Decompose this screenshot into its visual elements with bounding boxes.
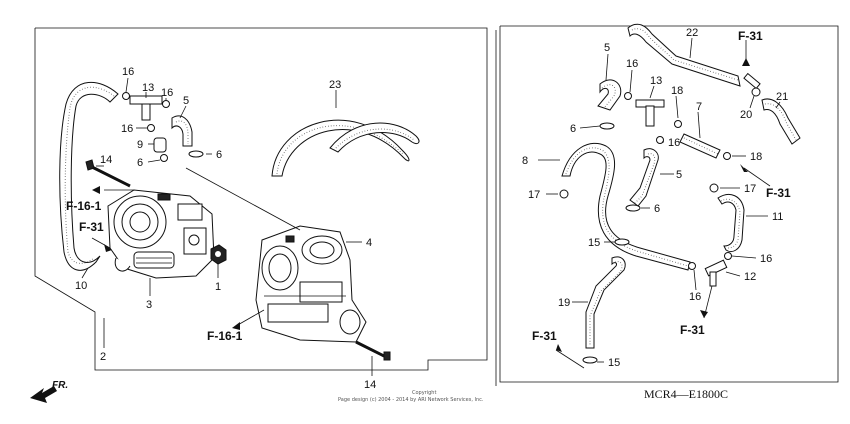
arrows-right: [556, 58, 750, 352]
callout-16-a: 16: [122, 66, 134, 78]
fitting-20: [743, 72, 761, 97]
nut-1: [210, 244, 227, 265]
callout-r-7: 7: [696, 101, 702, 113]
bolt-14-lower: [355, 340, 391, 361]
front-arrow: FR.: [30, 380, 68, 403]
copyright-line-1: Copyright: [412, 390, 436, 396]
arrows-left: [92, 186, 240, 330]
hose-7: [679, 133, 721, 159]
callout-9: 9: [137, 139, 143, 151]
callout-r-6-a: 6: [570, 123, 576, 135]
callout-r-20: 20: [740, 109, 752, 121]
callout-3: 3: [146, 299, 152, 311]
callout-r-18-b: 18: [750, 151, 762, 163]
hose-22: [627, 23, 741, 87]
hose-11: [717, 194, 745, 253]
callout-r-16-d: 16: [689, 291, 701, 303]
callout-r-16-c: 16: [760, 253, 772, 265]
leaders-right: [538, 37, 781, 369]
ref-f-31-mid: F-31: [766, 186, 791, 200]
callout-r-22: 22: [686, 27, 698, 39]
ref-f-16-1-upper: F-16-1: [66, 199, 102, 213]
ref-f-31-left: F-31: [532, 329, 557, 343]
callout-13: 13: [142, 82, 154, 94]
callout-1: 1: [215, 281, 221, 293]
hose-10: [59, 81, 119, 271]
callout-6-b: 6: [216, 149, 222, 161]
hose-23: [271, 119, 420, 177]
callout-r-16-a: 16: [626, 58, 638, 70]
callout-r-5-b: 5: [676, 169, 682, 181]
callout-4: 4: [366, 237, 372, 249]
ref-f-31-top: F-31: [738, 29, 763, 43]
part-9-cap: [153, 137, 167, 153]
callout-r-17-b: 17: [744, 183, 756, 195]
callout-5: 5: [183, 95, 189, 107]
hose-5-right-mid: [629, 148, 659, 207]
refs-left: F-16-1 F-31 F-16-1: [66, 199, 243, 343]
hose-8: [561, 142, 691, 271]
front-label: FR.: [52, 380, 68, 391]
callout-r-21: 21: [776, 91, 788, 103]
callout-16-b: 16: [161, 87, 173, 99]
clamps-right: [559, 92, 732, 364]
ref-f-16-1-lower: F-16-1: [207, 329, 243, 343]
callout-r-18-a: 18: [671, 85, 683, 97]
callout-14-a: 14: [100, 154, 112, 166]
clamps-left: [122, 92, 204, 162]
tee-fitting-13-right: [635, 99, 665, 127]
callout-r-17-a: 17: [528, 189, 540, 201]
callout-r-15-a: 15: [588, 237, 600, 249]
callout-2: 2: [100, 351, 106, 363]
callout-r-6-b: 6: [654, 203, 660, 215]
carburetor-3: [107, 189, 215, 279]
ref-f-31-left: F-31: [79, 220, 104, 234]
callout-r-15-b: 15: [608, 357, 620, 369]
callout-r-8: 8: [522, 155, 528, 167]
leaders-left: [81, 77, 373, 376]
carburetor-assembly-4: [255, 225, 367, 343]
hose-21: [761, 98, 801, 145]
callout-r-16-b: 16: [668, 137, 680, 149]
callout-r-19: 19: [558, 297, 570, 309]
callout-r-5-a: 5: [604, 42, 610, 54]
callout-r-11: 11: [772, 211, 783, 223]
refs-right: F-31 F-31 F-31 F-31: [532, 29, 791, 343]
callout-r-12: 12: [744, 271, 756, 283]
callout-14-b: 14: [364, 379, 376, 391]
callouts-right: 5 16 13 18 7 22 20 21 6 16 18 8 5 17 17 …: [522, 27, 788, 369]
callout-6-a: 6: [137, 157, 143, 169]
bolt-14-upper: [85, 159, 131, 188]
ref-f-31-bottom: F-31: [680, 323, 705, 337]
diagram-code: MCR4—E1800C: [644, 387, 728, 401]
hose-5-left: [171, 115, 193, 147]
valve-12: [704, 259, 728, 287]
copyright-line-2: Page design (c) 2004 - 2014 by ARI Netwo…: [338, 397, 484, 403]
callout-16-c: 16: [121, 123, 133, 135]
callout-10: 10: [75, 280, 87, 292]
hose-19: [585, 256, 626, 349]
tee-fitting-13-left: [129, 95, 163, 121]
left-panel-outline: [34, 27, 488, 371]
callout-23: 23: [329, 79, 341, 91]
hose-5-right-top: [597, 79, 622, 111]
right-panel-outline: [499, 25, 839, 383]
callout-r-13: 13: [650, 75, 662, 87]
callouts-left: 16 13 16 5 16 9 6 6 14 23 4 1 3 10 2 14: [75, 66, 376, 391]
